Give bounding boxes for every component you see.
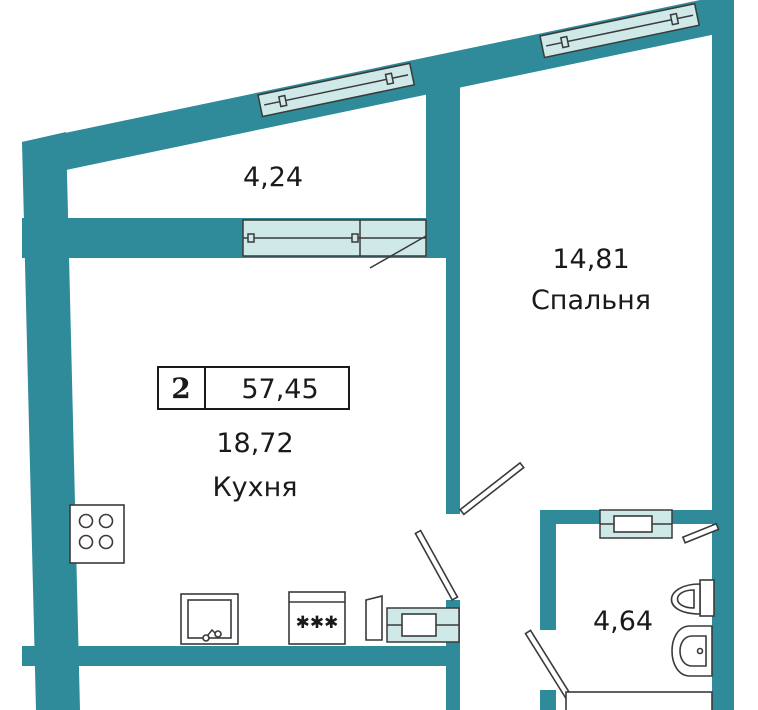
rooms-count: 2 <box>171 372 190 405</box>
bathroom-left-wall <box>540 510 556 630</box>
bedroom-door <box>459 461 525 516</box>
bedroom-left-wall <box>426 72 460 514</box>
stove-icon: ✱✱✱ <box>288 591 346 645</box>
fridge-icon <box>365 594 383 641</box>
window-balcony <box>257 62 416 118</box>
bathroom-door <box>524 629 572 700</box>
vent-bathroom <box>599 509 673 539</box>
outer-left-wall <box>22 132 80 710</box>
window-bedroom <box>539 2 701 59</box>
vent-kitchen <box>386 607 460 643</box>
total-area: 57,45 <box>241 374 318 405</box>
doors <box>414 461 720 700</box>
kitchen-fixtures: ✱✱✱ <box>69 504 383 645</box>
bathroom-area-label: 4,64 <box>593 606 653 637</box>
washbasin-icon <box>671 625 713 677</box>
toilet-icon <box>670 579 715 617</box>
bathroom-left-wall-lower <box>540 690 556 710</box>
bedroom-name-label: Спальня <box>531 285 651 316</box>
sink-icon <box>180 593 239 645</box>
apartment-badge: 2 57,45 <box>157 366 350 410</box>
windows <box>242 2 701 269</box>
kitchen-area-label: 18,72 <box>216 428 293 459</box>
bathtub-icon <box>565 691 713 710</box>
bedroom-area-label: 14,81 <box>552 244 629 275</box>
vent-blocks <box>386 509 673 643</box>
kitchen-name-label: Кухня <box>212 472 297 503</box>
bathroom-fixtures <box>565 579 715 710</box>
outer-right-wall <box>712 0 734 710</box>
bathroom-door-2 <box>681 522 720 544</box>
window-kitchen-balcony <box>242 219 427 257</box>
svg-text:✱✱✱: ✱✱✱ <box>296 613 339 633</box>
kitchen-door <box>414 529 459 602</box>
kitchen-bottom-wall <box>22 646 460 666</box>
balcony-door-leaf <box>369 235 427 269</box>
cooktop-icon <box>69 504 125 564</box>
balcony-area-label: 4,24 <box>243 162 303 193</box>
